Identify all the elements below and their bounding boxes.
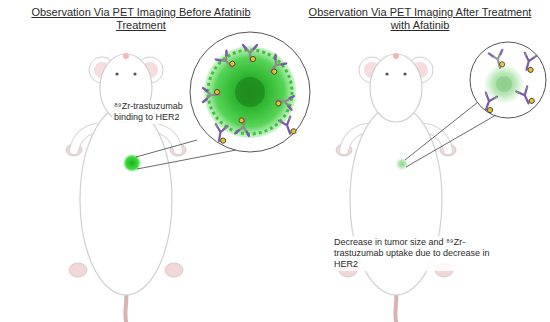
panel-heading: Observation Via PET Imaging Before Afati… bbox=[28, 6, 254, 32]
callout-note: ⁸⁹Zr-trastuzumab binding to HER2 bbox=[112, 100, 190, 124]
panel-heading: Observation Via PET Imaging After Treatm… bbox=[305, 6, 535, 32]
callout-note: Decrease in tumor size and ⁸⁹Zr-trastuzu… bbox=[332, 236, 501, 271]
